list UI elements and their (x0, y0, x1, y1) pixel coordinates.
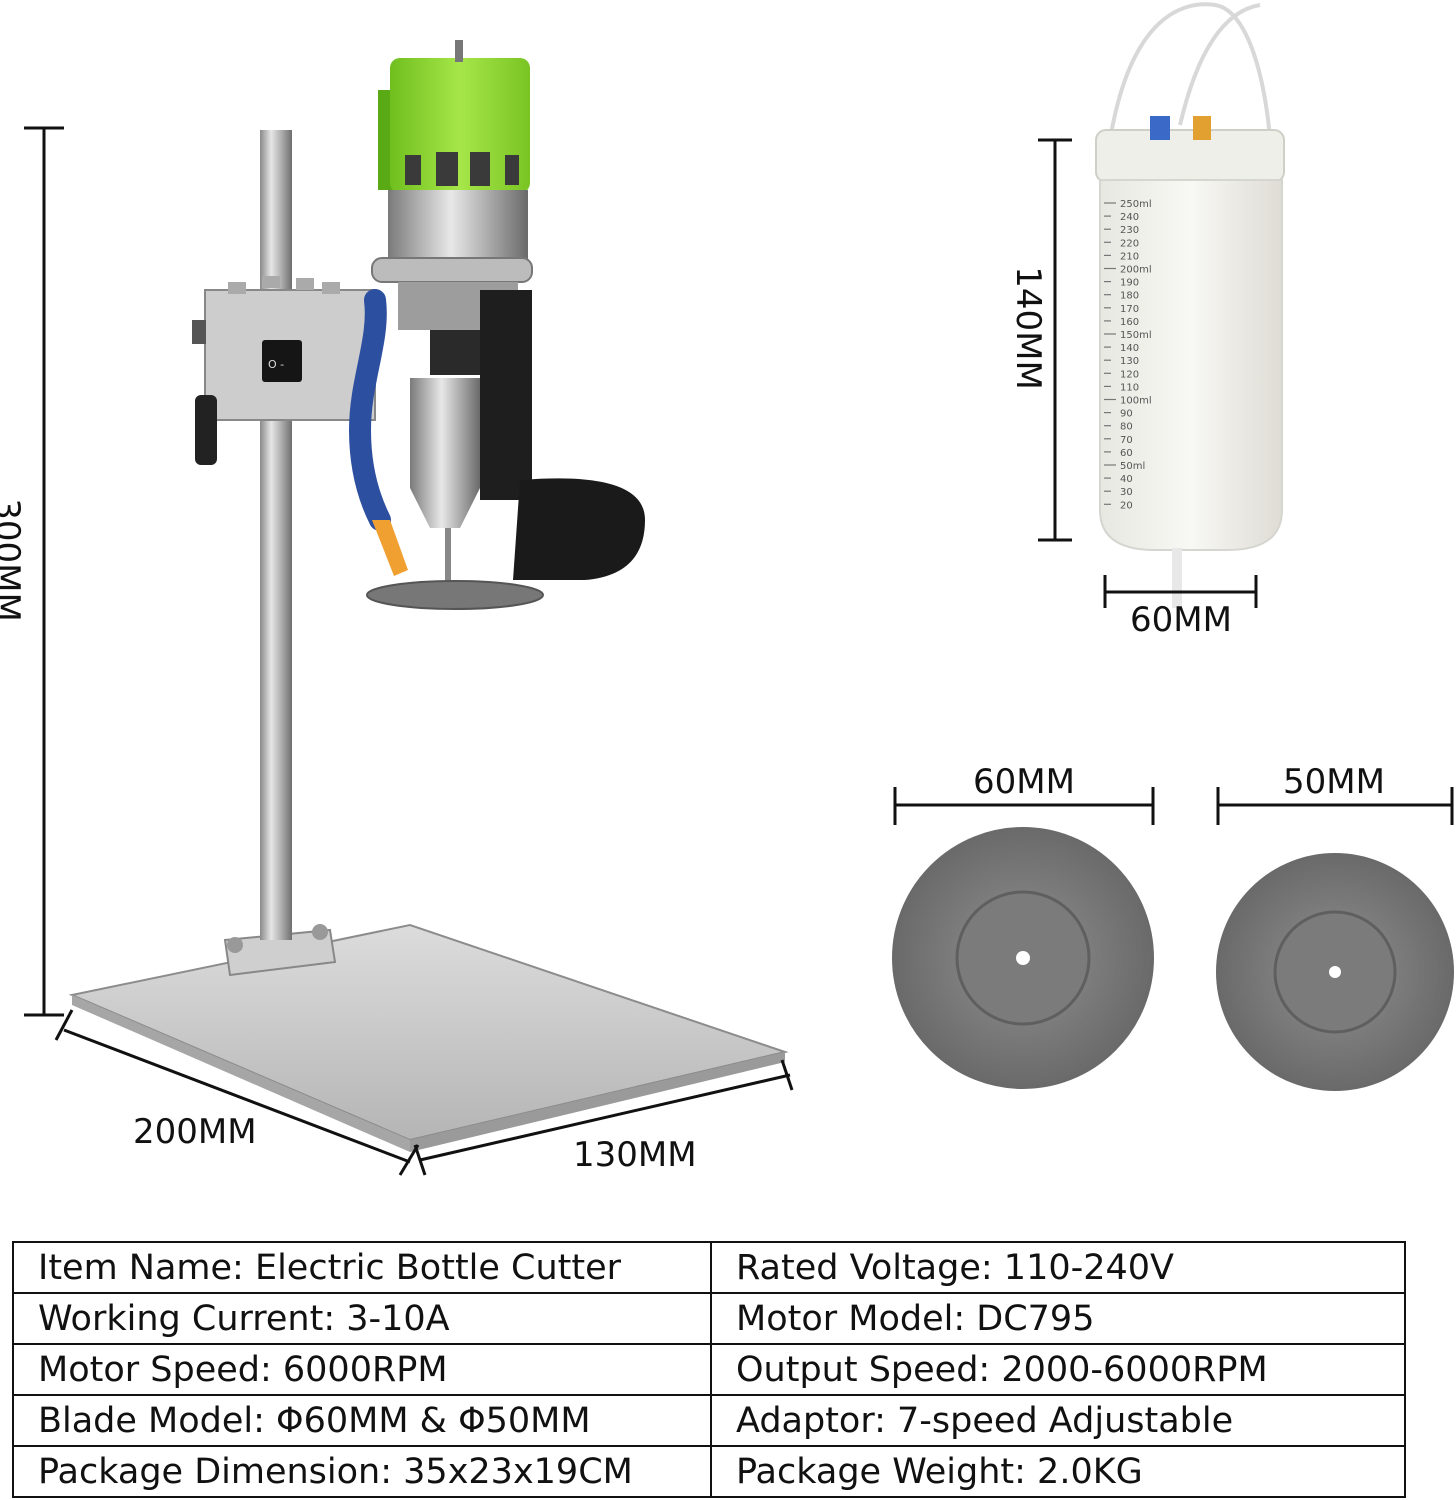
spec-package-dimension: Package Dimension: 35x23x19CM (12, 1445, 712, 1498)
scale-label: 180 (1120, 291, 1139, 302)
scale-label: 140 (1120, 343, 1139, 354)
column-base-clamp (223, 924, 337, 977)
motor-assembly (371, 40, 533, 598)
dimension-label-bottle-width: 60MM (1130, 600, 1232, 640)
power-switch[interactable]: O - (262, 340, 302, 382)
table-row: Package Dimension: 35x23x19CM Package We… (12, 1445, 1406, 1498)
spec-rated-voltage: Rated Voltage: 110-240V (710, 1241, 1406, 1294)
mounted-blade (366, 580, 544, 610)
scale-label: 190 (1120, 278, 1139, 289)
bottle-scale-marks: 250ml 240 230 220 210 200ml 190 180 170 160 150ml 1… (1104, 199, 1152, 511)
scale-label: 160 (1120, 317, 1139, 328)
scale-label: 50ml (1120, 461, 1145, 472)
spec-working-current: Working Current: 3-10A (12, 1292, 712, 1345)
base-plate (68, 923, 789, 1152)
blade-50mm (1216, 853, 1454, 1091)
scale-label: 200ml (1120, 265, 1152, 276)
blade-guard (513, 478, 645, 580)
spec-package-weight: Package Weight: 2.0KG (710, 1445, 1406, 1498)
dimension-label-blade-small: 50MM (1283, 762, 1385, 802)
scale-label: 170 (1120, 304, 1139, 315)
power-switch-label: O - (268, 358, 284, 371)
blade-60mm (892, 827, 1154, 1089)
scale-label: 130 (1120, 356, 1139, 367)
dimension-label-base-width: 130MM (573, 1135, 697, 1175)
scale-label: 220 (1120, 238, 1139, 249)
table-row: Item Name: Electric Bottle Cutter Rated … (12, 1241, 1406, 1294)
dimension-label-blade-large: 60MM (973, 762, 1075, 802)
scale-label: 20 (1120, 500, 1133, 511)
scale-label: 230 (1120, 225, 1139, 236)
spec-output-speed: Output Speed: 2000-6000RPM (710, 1343, 1406, 1396)
spec-item-name: Item Name: Electric Bottle Cutter (12, 1241, 712, 1294)
scale-label: 80 (1120, 422, 1133, 433)
scale-label: 60 (1120, 448, 1133, 459)
table-row: Motor Speed: 6000RPM Output Speed: 2000-… (12, 1343, 1406, 1396)
scale-label: 120 (1120, 369, 1139, 380)
scale-label: 100ml (1120, 396, 1152, 407)
scale-label: 110 (1120, 382, 1139, 393)
spec-motor-speed: Motor Speed: 6000RPM (12, 1343, 712, 1396)
steel-column (260, 130, 292, 940)
scale-label: 150ml (1120, 330, 1152, 341)
scale-label: 90 (1120, 409, 1133, 420)
scale-label: 210 (1120, 251, 1139, 262)
scale-label: 250ml (1120, 199, 1152, 210)
coolant-nozzle (348, 289, 408, 576)
scale-label: 30 (1120, 487, 1133, 498)
scale-label: 40 (1120, 474, 1133, 485)
spec-table: Item Name: Electric Bottle Cutter Rated … (12, 1241, 1406, 1498)
dimension-label-base-depth: 200MM (133, 1112, 257, 1152)
product-illustration: O - 250ml 240 230 220 210 200ml 190 180 170 160 (24, 2, 1454, 1176)
dimension-lines (24, 126, 1454, 1176)
spec-motor-model: Motor Model: DC795 (710, 1292, 1406, 1345)
spec-blade-model: Blade Model: Φ60MM & Φ50MM (12, 1394, 712, 1447)
spec-adaptor: Adaptor: 7-speed Adjustable (710, 1394, 1406, 1447)
table-row: Working Current: 3-10A Motor Model: DC79… (12, 1292, 1406, 1345)
table-row: Blade Model: Φ60MM & Φ50MM Adaptor: 7-sp… (12, 1394, 1406, 1447)
coolant-bottle (1095, 2, 1285, 608)
dimension-label-machine-height: 300MM (0, 498, 27, 622)
scale-label: 240 (1120, 212, 1139, 223)
dimension-label-bottle-height: 140MM (1007, 266, 1048, 390)
scale-label: 70 (1120, 435, 1133, 446)
